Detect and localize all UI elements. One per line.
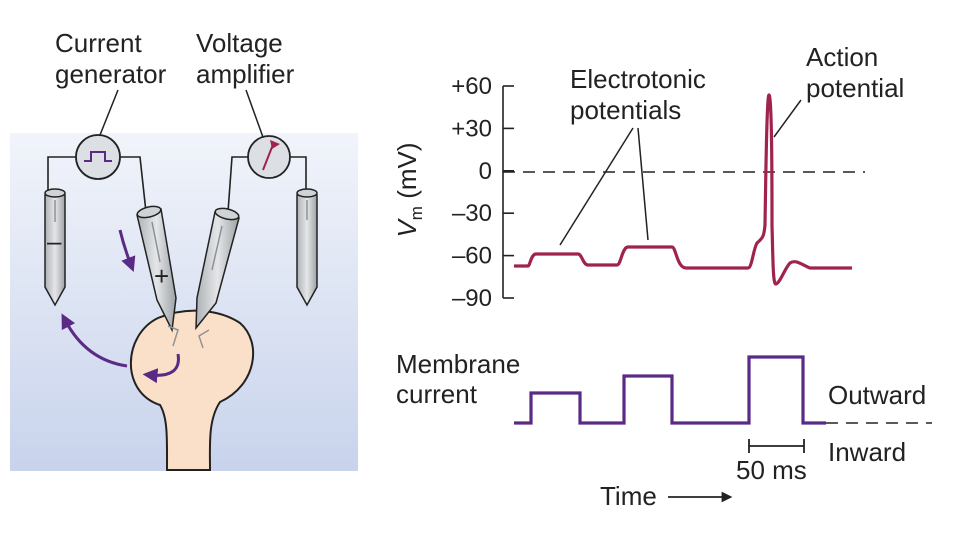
y-ticks: +60 +30 0 –30 –60 –90 bbox=[451, 73, 514, 312]
current-return-arrow bbox=[61, 313, 128, 368]
generator-leader-line bbox=[97, 89, 119, 141]
minus-sign: – bbox=[47, 226, 62, 256]
inward-label: Inward bbox=[828, 437, 906, 467]
current-generator-label: Current generator bbox=[55, 28, 167, 89]
setup-diagram: Current generator Voltage amplifier bbox=[10, 28, 358, 471]
plus-sign: + bbox=[154, 261, 169, 291]
scale-bar-label: 50 ms bbox=[736, 455, 807, 485]
action-potential-label: Action potential bbox=[806, 42, 904, 103]
action-potential-leader bbox=[773, 99, 802, 138]
voltage-amplifier-label: Voltage amplifier bbox=[196, 28, 295, 89]
y-tick-label: –60 bbox=[452, 243, 492, 270]
y-tick-label: +60 bbox=[451, 73, 492, 100]
square-pulse-icon bbox=[84, 151, 112, 162]
y-axis-label: Vm (mV) bbox=[392, 142, 426, 237]
current-in-arrow bbox=[118, 229, 136, 272]
voltage-amplifier bbox=[247, 135, 291, 179]
wire-generator-left bbox=[47, 156, 76, 190]
wire-amplifier-left bbox=[227, 156, 248, 213]
scale-bar: 50 ms bbox=[736, 439, 807, 485]
current-through-cell-arrow bbox=[142, 353, 180, 384]
wire-amplifier-right bbox=[290, 156, 307, 190]
membrane-current-label: Membrane current bbox=[396, 349, 528, 409]
membrane-potential-trace bbox=[514, 93, 852, 286]
bath-electrode-left: – bbox=[44, 188, 66, 307]
current-electrode: + bbox=[136, 205, 179, 347]
current-generator bbox=[75, 134, 121, 180]
y-tick-label: 0 bbox=[479, 158, 492, 185]
current-plot: Membrane current Outward Inward 50 ms Ti… bbox=[396, 349, 932, 511]
y-tick-label: +30 bbox=[451, 115, 492, 142]
current-step-trace bbox=[514, 355, 826, 425]
electrotonic-leader-1 bbox=[559, 127, 634, 246]
outward-label: Outward bbox=[828, 380, 926, 410]
voltage-electrode bbox=[195, 207, 240, 349]
electrotonic-potentials-label: Electrotonic potentials bbox=[570, 64, 713, 125]
voltage-plot: Electrotonic potentials Action potential… bbox=[392, 42, 904, 312]
y-tick-label: –30 bbox=[452, 200, 492, 227]
electrotonic-leader-2 bbox=[637, 127, 649, 241]
bath-electrode-right bbox=[296, 188, 318, 307]
y-tick-label: –90 bbox=[452, 285, 492, 312]
amplifier-leader-line bbox=[245, 89, 265, 141]
wire-generator-right bbox=[120, 156, 147, 213]
time-label: Time bbox=[600, 481, 657, 511]
